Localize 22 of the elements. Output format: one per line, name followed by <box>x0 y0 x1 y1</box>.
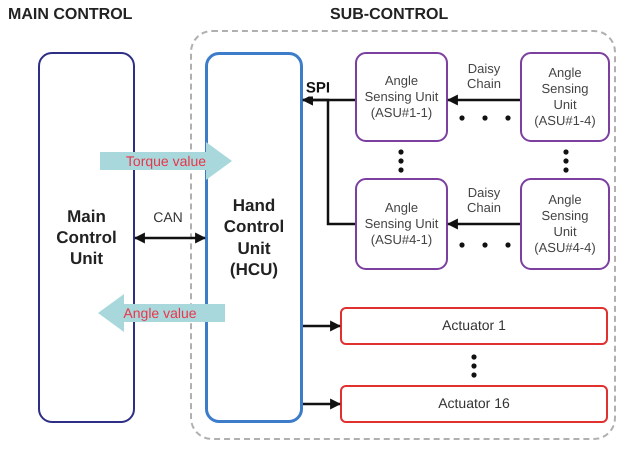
node-label: Actuator 1 <box>442 317 506 335</box>
section-heading: MAIN CONTROL <box>8 6 132 24</box>
section-heading: SUB-CONTROL <box>330 6 448 24</box>
edge-label: Angle value <box>123 305 197 321</box>
block-arrow <box>100 142 232 180</box>
node-label: Angle Sensing Unit (ASU#4-1) <box>364 200 439 248</box>
block-arrow <box>98 294 225 332</box>
edge-label: Torque value <box>126 153 206 169</box>
arrow <box>446 218 520 230</box>
node-label: Hand Control Unit (HCU) <box>222 195 286 280</box>
node-label: Main Control Unit <box>55 206 118 270</box>
arrow <box>303 398 342 410</box>
edge-label: SPI <box>304 80 332 96</box>
node-label: Angle Sensing Unit (ASU#1-1) <box>364 72 439 122</box>
arrow <box>303 320 342 332</box>
edge-label: CAN <box>151 209 185 225</box>
node-label: Angle Sensing Unit (ASU#1-4) <box>533 64 597 130</box>
arrow <box>302 94 355 226</box>
arrow <box>134 232 206 244</box>
arrow <box>446 94 520 106</box>
node-label: Angle Sensing Unit (ASU#4-4) <box>533 192 597 256</box>
node-label: Actuator 16 <box>438 395 510 413</box>
